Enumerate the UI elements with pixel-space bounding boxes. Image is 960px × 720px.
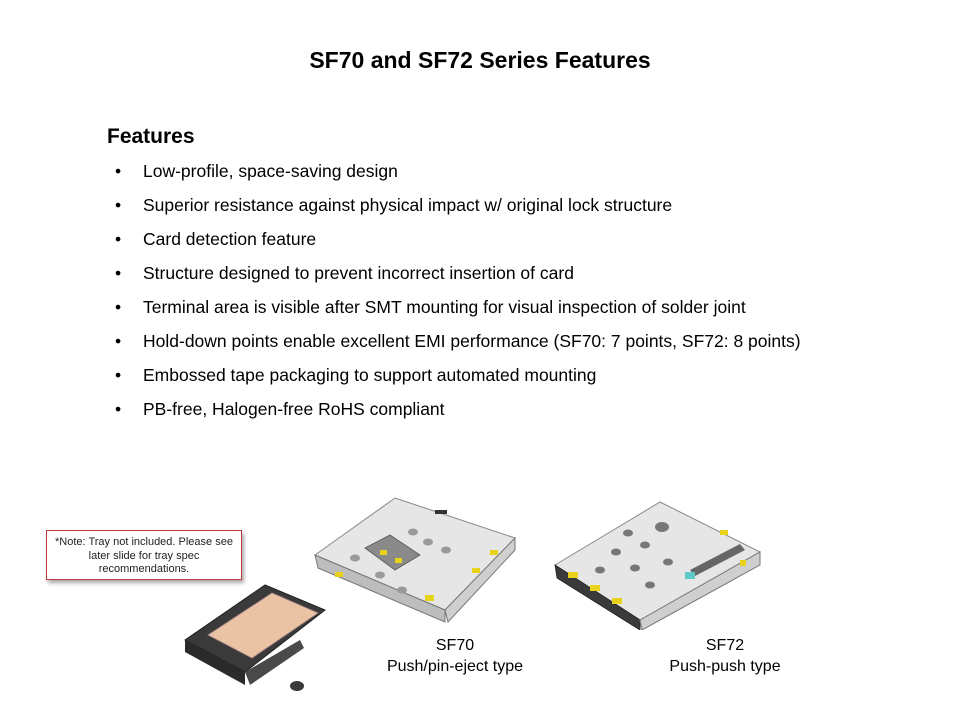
bullet-icon: • [115, 399, 122, 419]
bullet-icon: • [115, 195, 122, 215]
feature-item: • Hold-down points enable excellent EMI p… [107, 330, 847, 352]
bullet-icon: • [115, 297, 122, 317]
features-list: • Low-profile, space-saving design • Super… [107, 160, 847, 432]
feature-item: • PB-free, Halogen-free RoHS compliant [107, 398, 847, 420]
sf72-caption: SF72 Push-push type [640, 635, 810, 677]
feature-item: • Low-profile, space-saving design [107, 160, 847, 182]
sf70-type: Push/pin-eject type [386, 658, 524, 675]
sf72-product-image: SF72 Push-push type [540, 490, 800, 680]
bullet-icon: • [115, 161, 122, 181]
feature-text: Low-profile, space-saving design [143, 161, 398, 181]
sf70-caption: SF70 Push/pin-eject type [365, 635, 545, 677]
feature-text: Hold-down points enable excellent EMI pe… [143, 331, 801, 351]
feature-item: • Terminal area is visible after SMT moun… [107, 296, 847, 318]
bullet-icon: • [115, 229, 122, 249]
feature-text: Embossed tape packaging to support autom… [143, 365, 597, 385]
feature-text: Terminal area is visible after SMT mount… [143, 297, 746, 317]
sf72-type: Push-push type [669, 658, 781, 675]
feature-text: Superior resistance against physical imp… [143, 195, 673, 215]
slide-title: SF70 and SF72 Series Features [309, 47, 651, 73]
sf72-name: SF72 [705, 637, 745, 654]
feature-text: Card detection feature [143, 229, 317, 249]
sf70-product-image: SF70 Push/pin-eject type [180, 490, 530, 700]
feature-item: • Embossed tape packaging to support auto… [107, 364, 847, 386]
features-heading: Features [107, 125, 195, 148]
bullet-icon: • [115, 263, 122, 283]
bullet-icon: • [115, 365, 122, 385]
sf72-connector-illustration [554, 501, 762, 631]
feature-item: • Structure designed to prevent incorrect… [107, 262, 847, 284]
sf70-name: SF70 [435, 637, 475, 654]
bullet-icon: • [115, 331, 122, 351]
feature-item: • Card detection feature [107, 228, 847, 250]
feature-text: PB-free, Halogen-free RoHS compliant [143, 399, 445, 419]
sf70-connector-illustration [184, 497, 516, 691]
tray-note-callout: *Note: Tray not included. Please see lat… [46, 530, 242, 580]
feature-text: Structure designed to prevent incorrect … [143, 263, 574, 283]
feature-item: • Superior resistance against physical im… [107, 194, 847, 216]
